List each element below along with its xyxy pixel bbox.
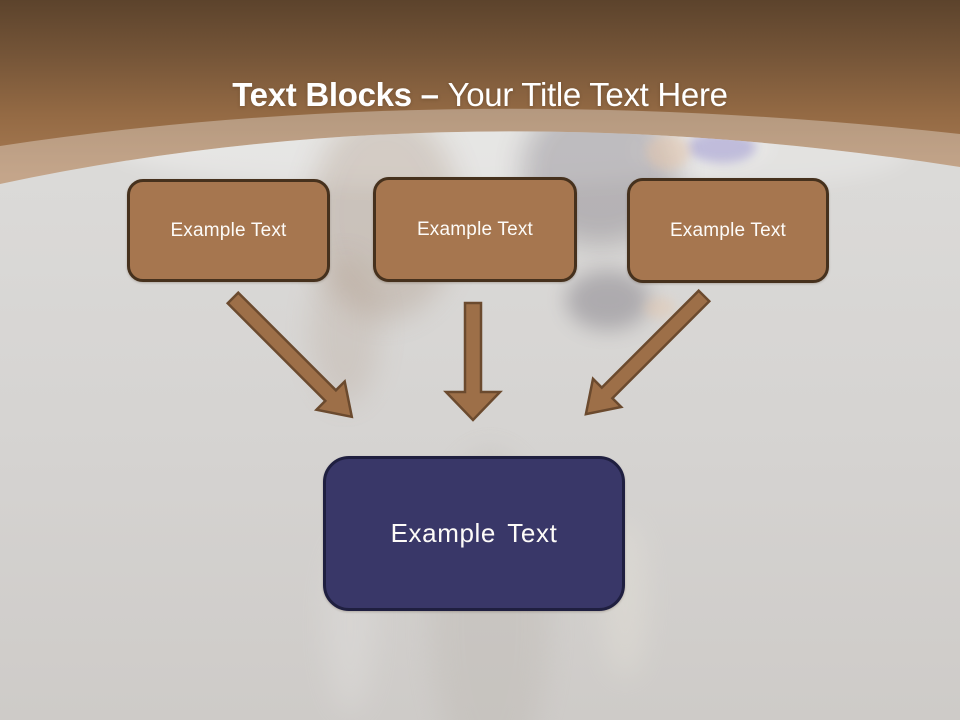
- hair-wisp-ghost: [310, 255, 380, 405]
- text-block-2[interactable]: Example Text: [373, 177, 577, 282]
- text-block-1-label: Example Text: [170, 219, 287, 241]
- slide-title[interactable]: Text Blocks – Your Title Text Here: [0, 75, 960, 115]
- text-block-2-label: Example Text: [416, 218, 534, 240]
- connector-arrow-right[interactable]: [584, 288, 712, 416]
- text-block-3-label: Example Text: [669, 219, 787, 241]
- text-block-3[interactable]: Example Text: [627, 178, 829, 283]
- target-block-label: Example Text: [390, 518, 558, 548]
- connector-arrow-left[interactable]: [225, 290, 354, 419]
- text-block-1[interactable]: Example Text: [127, 179, 330, 282]
- target-block[interactable]: Example Text: [323, 456, 625, 611]
- arm-ghost: [566, 270, 650, 330]
- connector-arrow-middle[interactable]: [443, 301, 503, 422]
- slide-title-bold: Text Blocks –: [232, 76, 439, 114]
- hand-ghost: [646, 134, 690, 170]
- hand-ghost-lower: [644, 297, 676, 319]
- slide-title-regular: Your Title Text Here: [447, 76, 728, 114]
